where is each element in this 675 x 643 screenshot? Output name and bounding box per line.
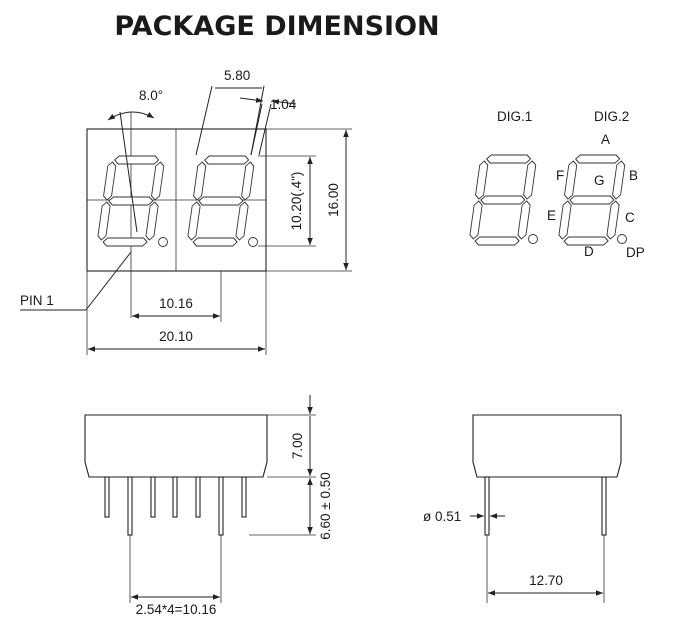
front-digit1-seg-a	[113, 155, 160, 165]
side-pin-4	[172, 476, 178, 518]
seg-label-d: D	[584, 244, 594, 259]
layout-digit1-seg-c	[517, 200, 531, 240]
seg-label-dp: DP	[626, 245, 645, 260]
dim-1-04-leader-a	[250, 103, 263, 156]
side-pin-1	[104, 476, 110, 518]
layout-digit2-seg-f	[564, 160, 578, 200]
front-digit2-seg-e	[187, 201, 201, 241]
dim-1-04-arrow-in	[239, 97, 264, 103]
angle-slant-line	[119, 111, 138, 233]
layout-digit2-seg-g	[569, 195, 615, 205]
seg-label-f: F	[556, 168, 564, 183]
front-digit2-seg-a	[203, 155, 250, 165]
layout-digit2-seg-d	[563, 236, 609, 246]
seg-label-a: A	[601, 132, 610, 147]
layout-digit1-seg-b	[523, 160, 537, 200]
end-pin-right	[601, 476, 607, 536]
dim-5-80-leader-left	[195, 85, 213, 156]
front-digit2-seg-g	[198, 196, 244, 206]
dim-total-height: 16.00	[326, 183, 341, 217]
side-pin-2	[127, 476, 133, 536]
angle-arc	[107, 111, 155, 121]
side-view: 7.00 6.60 ± 0.50 2.54*4=10.16	[84, 395, 333, 617]
layout-digit-2	[558, 154, 626, 246]
dim-pin-diameter: ø 0.51	[423, 509, 461, 524]
side-pin-7	[241, 476, 247, 518]
layout-digit-1	[469, 154, 537, 246]
front-digit-2	[187, 155, 255, 247]
end-view: ø 0.51 12.70	[423, 414, 622, 603]
layout-digit1-seg-a	[485, 154, 532, 164]
front-digit1-seg-g	[108, 196, 154, 206]
front-view: 8.0° 5.80 1.04 10.20(.4") 16.00 PIN 1 10…	[20, 68, 352, 355]
layout-digit1-seg-d	[474, 236, 520, 246]
dim-pin-pitch: 2.54*4=10.16	[136, 602, 217, 617]
front-digit2-dp	[248, 237, 258, 247]
dim-total-width: 20.10	[159, 329, 193, 344]
layout-digit2-dp	[617, 234, 627, 244]
layout-digit1-seg-e	[469, 200, 483, 240]
layout-digit1-dp	[528, 234, 538, 244]
dim-pin-row-span: 12.70	[529, 573, 563, 588]
front-digit1-seg-e	[97, 201, 111, 241]
front-digit-1	[97, 155, 165, 247]
layout-digit1-seg-f	[475, 160, 489, 200]
front-digit1-seg-c	[145, 201, 159, 241]
seg-label-e: E	[547, 208, 556, 223]
layout-digit2-seg-b	[612, 160, 626, 200]
layout-digit2-seg-c	[606, 200, 620, 240]
front-digit1-seg-d	[102, 237, 148, 247]
dig2-label: DIG.2	[594, 109, 629, 124]
side-pin-6	[218, 476, 224, 536]
dim-pin-length: 6.60 ± 0.50	[318, 472, 333, 539]
side-pin-5	[195, 476, 201, 518]
page-title: PACKAGE DIMENSION	[114, 11, 439, 42]
front-digit1-seg-b	[151, 161, 165, 201]
seg-label-g: G	[594, 173, 605, 188]
front-digit2-seg-c	[235, 201, 249, 241]
dim-angle: 8.0°	[139, 88, 163, 103]
pin1-leader-slant	[85, 251, 132, 311]
side-pin-3	[150, 476, 156, 518]
front-digit1-dp	[158, 237, 168, 247]
layout-digit2-seg-a	[574, 154, 621, 164]
dim-digit-spacing: 10.16	[159, 296, 193, 311]
end-pin-left	[484, 476, 490, 536]
dim-digit-height: 10.20(.4")	[289, 172, 304, 231]
layout-digit2-seg-e	[558, 200, 572, 240]
end-body-outline	[472, 414, 622, 478]
side-body-outline	[84, 414, 268, 478]
dim-segment-width: 1.04	[270, 97, 297, 112]
seg-label-c: C	[625, 210, 635, 225]
dim-1-04-arrow-out	[271, 99, 297, 105]
front-digit1-seg-f	[103, 161, 117, 201]
dim-body-height: 7.00	[290, 433, 305, 459]
front-digit2-seg-f	[193, 161, 207, 201]
pin1-label: PIN 1	[20, 293, 54, 308]
dim-digit-pitch-offset: 5.80	[224, 68, 250, 83]
seg-label-b: B	[629, 168, 638, 183]
dim-1-04-leader-b	[258, 103, 272, 156]
front-digit2-seg-d	[192, 237, 238, 247]
dig1-label: DIG.1	[497, 109, 532, 124]
layout-digit1-seg-g	[480, 195, 526, 205]
front-digit2-seg-b	[241, 161, 255, 201]
segment-layout-view: DIG.1 DIG.2 A B C D E F G DP	[469, 109, 645, 260]
